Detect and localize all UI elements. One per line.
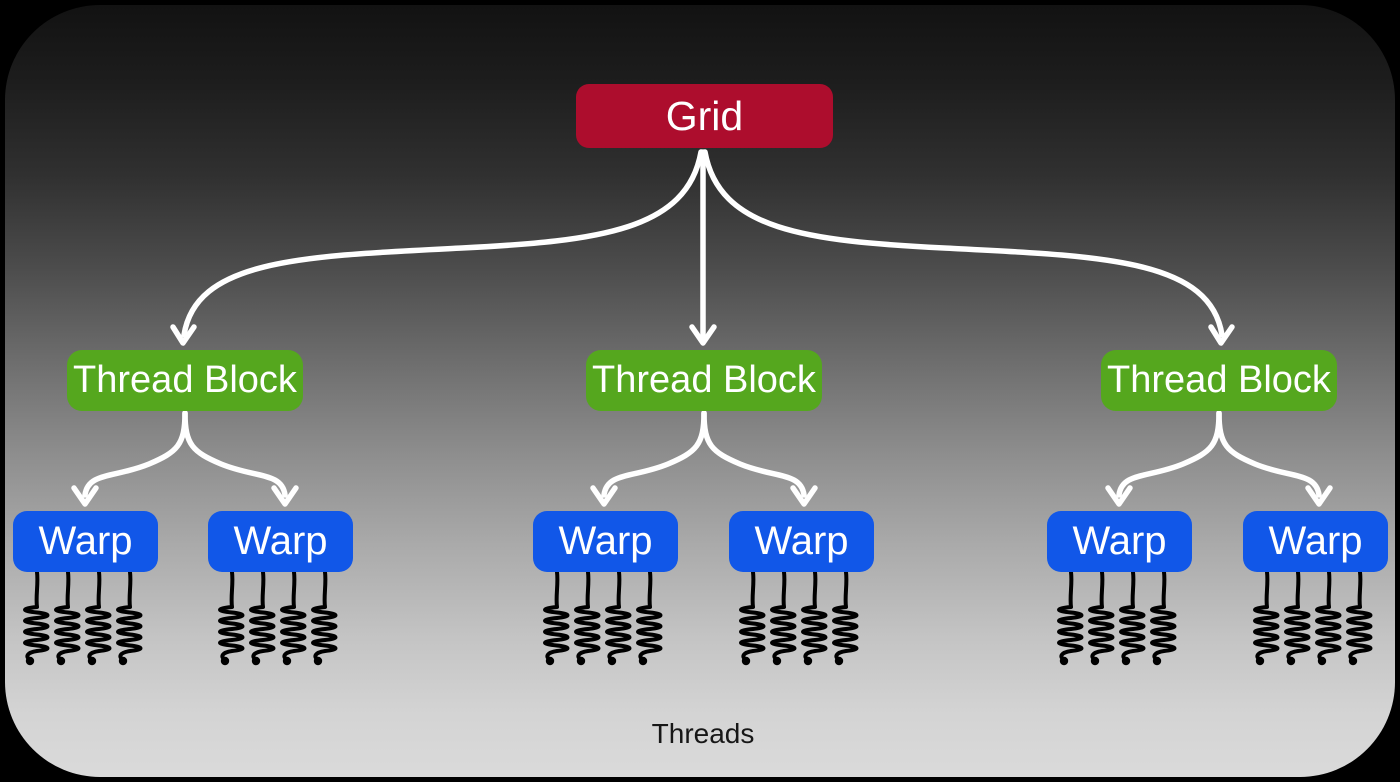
node-thread-block-label: Thread Block xyxy=(1107,359,1331,401)
thread-squiggle-icon xyxy=(85,570,112,668)
thread-squiggle-icon xyxy=(1315,570,1342,668)
threadblock3-to-warp-arrows xyxy=(1105,410,1333,507)
warp5-threads xyxy=(1057,570,1177,668)
node-thread-block-3: Thread Block xyxy=(1101,350,1337,411)
arrow-fork-right xyxy=(701,410,807,498)
thread-squiggle-icon xyxy=(636,570,663,668)
grid-to-threadblock-arrows xyxy=(170,149,1235,346)
thread-squiggle-icon xyxy=(23,570,50,668)
thread-squiggle-icon xyxy=(574,570,601,668)
arrowhead-threadblock-left-icon xyxy=(170,324,197,346)
arrowhead-warp-icon xyxy=(790,485,818,507)
node-thread-block-1: Thread Block xyxy=(67,350,303,411)
node-warp-5: Warp xyxy=(1047,511,1192,572)
node-warp-label: Warp xyxy=(1072,519,1167,563)
arrow-fork-right xyxy=(182,410,288,498)
node-thread-block-label: Thread Block xyxy=(592,359,816,401)
thread-squiggle-icon xyxy=(1346,570,1373,668)
arrowhead-warp-icon xyxy=(1105,485,1133,507)
arrowhead-warp-icon xyxy=(590,485,618,507)
thread-squiggle-icon xyxy=(1057,570,1084,668)
thread-squiggle-icon xyxy=(770,570,797,668)
node-warp-label: Warp xyxy=(233,519,328,563)
arrow-fork-left xyxy=(82,410,188,498)
threadblock2-to-warp-arrows xyxy=(590,410,818,507)
node-warp-label: Warp xyxy=(1268,519,1363,563)
node-warp-label: Warp xyxy=(754,519,849,563)
node-warp-2: Warp xyxy=(208,511,353,572)
thread-squiggle-icon xyxy=(218,570,245,668)
node-thread-block-2: Thread Block xyxy=(586,350,822,411)
thread-squiggle-icon xyxy=(1119,570,1146,668)
thread-squiggle-icon xyxy=(605,570,632,668)
warp6-threads xyxy=(1253,570,1373,668)
arrow-grid-to-threadblock-right xyxy=(702,149,1225,338)
thread-squiggle-icon xyxy=(1284,570,1311,668)
thread-squiggle-icon xyxy=(832,570,859,668)
threadblock1-to-warp-arrows xyxy=(71,410,299,507)
arrow-fork-left xyxy=(601,410,707,498)
arrowhead-threadblock-right-icon xyxy=(1208,324,1235,346)
node-warp-4: Warp xyxy=(729,511,874,572)
node-warp-6: Warp xyxy=(1243,511,1388,572)
thread-squiggle-icon xyxy=(54,570,81,668)
thread-squiggle-icon xyxy=(739,570,766,668)
arrow-fork-right xyxy=(1216,410,1322,498)
thread-squiggle-icon xyxy=(311,570,338,668)
node-grid-label: Grid xyxy=(665,92,744,139)
arrowhead-warp-icon xyxy=(1305,485,1333,507)
thread-squiggle-icon xyxy=(543,570,570,668)
arrowhead-warp-icon xyxy=(71,485,99,507)
node-warp-1: Warp xyxy=(13,511,158,572)
thread-squiggle-icon xyxy=(249,570,276,668)
thread-squiggle-icon xyxy=(1088,570,1115,668)
thread-squiggle-icon xyxy=(116,570,143,668)
node-grid: Grid xyxy=(576,84,833,148)
node-thread-block-label: Thread Block xyxy=(73,359,297,401)
node-warp-label: Warp xyxy=(558,519,653,563)
warp3-threads xyxy=(543,570,663,668)
arrow-grid-to-threadblock-left xyxy=(181,149,704,338)
thread-squiggle-icon xyxy=(280,570,307,668)
warp2-threads xyxy=(218,570,338,668)
node-warp-3: Warp xyxy=(533,511,678,572)
thread-squiggle-icon xyxy=(801,570,828,668)
node-warp-label: Warp xyxy=(38,519,133,563)
thread-squiggle-icon xyxy=(1150,570,1177,668)
warp1-threads xyxy=(23,570,143,668)
arrow-fork-left xyxy=(1116,410,1222,498)
arrowhead-warp-icon xyxy=(271,485,299,507)
threads-label: Threads xyxy=(651,718,755,749)
warp4-threads xyxy=(739,570,859,668)
thread-squiggle-icon xyxy=(1253,570,1280,668)
arrowhead-threadblock-middle-icon xyxy=(689,324,717,346)
